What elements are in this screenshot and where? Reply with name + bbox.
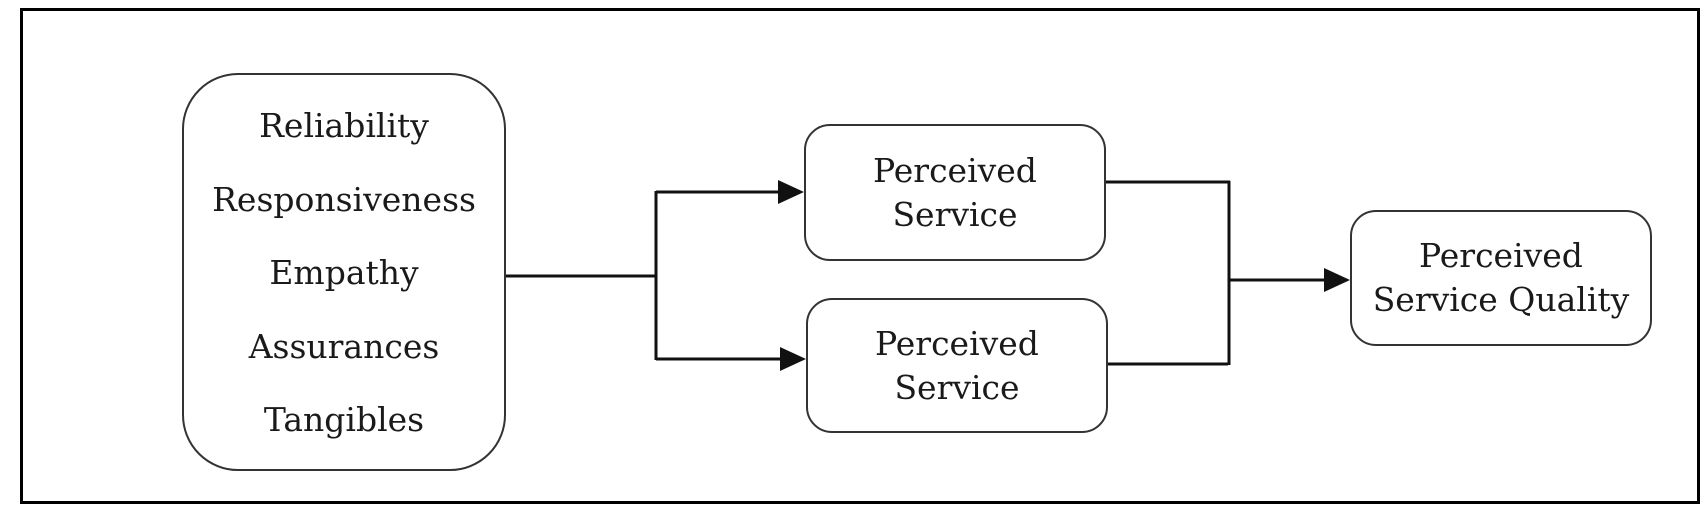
perceived-service-top-line1: Perceived: [873, 150, 1037, 190]
perceived-service-quality-line1: Perceived: [1419, 236, 1583, 276]
perceived-service-quality-box: Perceived Service Quality: [1350, 210, 1652, 346]
dimension-reliability: Reliability: [259, 106, 429, 146]
dimension-responsiveness: Responsiveness: [212, 179, 476, 219]
perceived-service-box-bottom: Perceived Service: [806, 298, 1108, 433]
arrowhead-to-quality: [1324, 268, 1350, 292]
arrowhead-to-service-bottom: [780, 347, 806, 371]
perceived-service-box-top: Perceived Service: [804, 124, 1106, 261]
service-dimensions-box: Reliability Responsiveness Empathy Assur…: [182, 73, 506, 471]
perceived-service-quality-line2: Service Quality: [1372, 280, 1630, 319]
dimension-empathy: Empathy: [269, 253, 419, 293]
perceived-service-top-line2: Service: [892, 194, 1018, 234]
dimension-tangibles: Tangibles: [263, 400, 425, 440]
perceived-service-bottom-line2: Service: [894, 367, 1020, 407]
perceived-service-bottom-line1: Perceived: [875, 323, 1039, 363]
arrowhead-to-service-top: [778, 180, 804, 204]
dimension-assurances: Assurances: [248, 326, 440, 366]
